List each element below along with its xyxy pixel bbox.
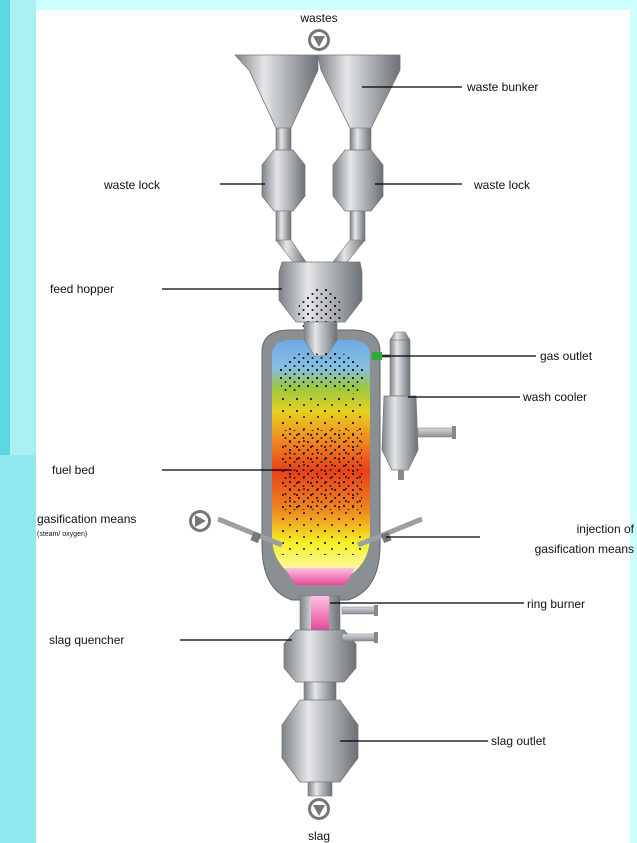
label-fuel-bed: fuel bed [52, 463, 95, 477]
slag-quencher-vessel [284, 630, 378, 700]
label-waste-lock-left: waste lock [103, 178, 161, 192]
label-gas-outlet: gas outlet [540, 349, 593, 363]
label-injection-of: injection of [577, 522, 635, 536]
label-waste-bunker: waste bunker [466, 80, 538, 94]
label-gasification-means-right: gasification means [535, 542, 634, 556]
label-gasification-means-sub: (steam/ oxygen) [37, 531, 87, 538]
label-slag-outlet: slag outlet [491, 734, 546, 748]
label-waste-lock-right: waste lock [473, 178, 531, 192]
gas-outlet-port [372, 352, 382, 360]
slag-outlet-vessel [282, 700, 358, 796]
label-wastes: wastes [299, 11, 337, 25]
label-slag-quencher: slag quencher [49, 633, 124, 647]
gasification-means-inlet-arrow [189, 510, 211, 532]
label-slag: slag [308, 829, 330, 843]
label-ring-burner: ring burner [527, 597, 585, 611]
label-wash-cooler: wash cooler [522, 390, 587, 404]
waste-lock-right-vessel [333, 150, 383, 241]
wash-cooler-vessel [382, 332, 456, 480]
label-gasification-means: gasification means [37, 512, 136, 526]
reactor-vessel [262, 322, 380, 600]
label-feed-hopper: feed hopper [50, 282, 114, 296]
slag-outlet-arrow [308, 798, 330, 820]
wastes-inlet-arrow [308, 29, 330, 51]
waste-bunker [235, 55, 400, 150]
feed-pipes [276, 240, 365, 262]
waste-lock-left-vessel [258, 150, 309, 241]
